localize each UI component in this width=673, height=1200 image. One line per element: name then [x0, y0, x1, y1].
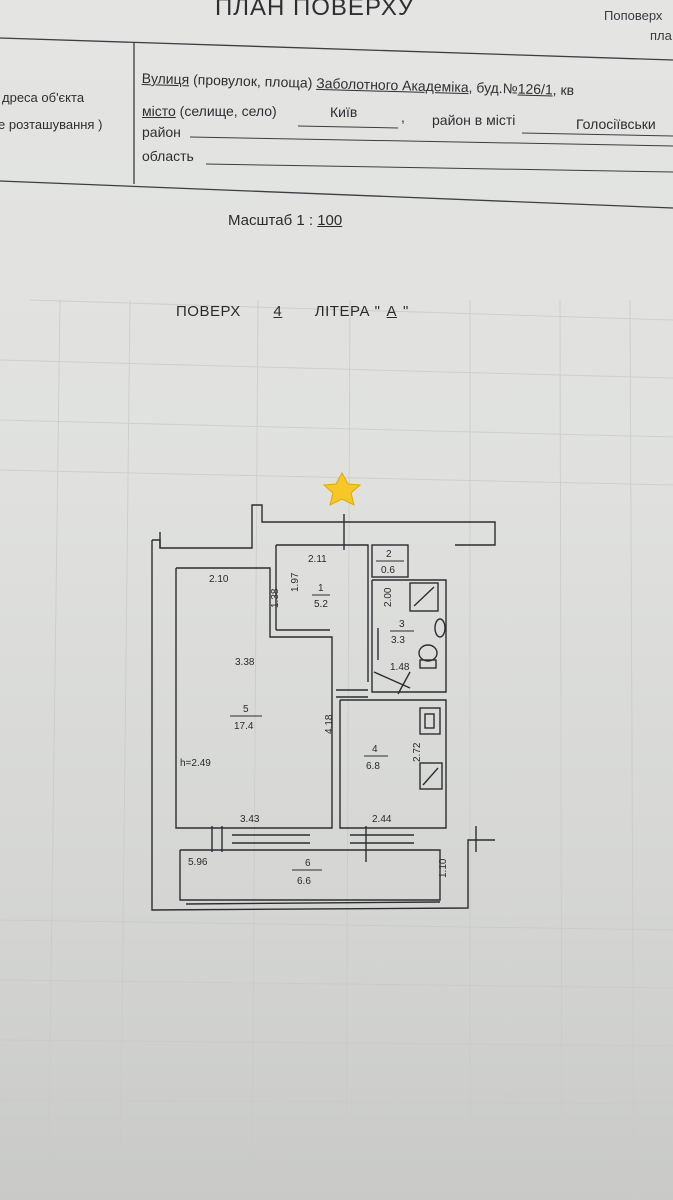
room-4-area: 6.8 [366, 761, 380, 772]
dim-3-38: 3.38 [235, 657, 255, 668]
litera-label: ЛІТЕРА " [314, 303, 381, 320]
room-2-area: 0.6 [381, 565, 395, 576]
location-label: е розташування ) [0, 117, 103, 132]
room-6-area: 6.6 [297, 876, 311, 887]
city-value: Київ [330, 104, 358, 120]
sink [419, 707, 441, 735]
district-label: район [142, 124, 181, 140]
room-4-outline [339, 699, 447, 829]
dim-2-00: 2.00 [383, 587, 394, 607]
scale-value: 100 [317, 212, 343, 229]
corner-label-2: пла [650, 28, 672, 43]
dim-2-72: 2.72 [412, 742, 423, 762]
room-3-area: 3.3 [391, 635, 405, 646]
litera-value: А [386, 303, 397, 320]
floor-row: ПОВЕРХ 4 ЛІТЕРА " А " [176, 303, 409, 320]
dim-2-10: 2.10 [209, 574, 229, 585]
dim-5-96: 5.96 [188, 857, 208, 868]
district-in-city-label: район в місті [432, 112, 516, 128]
city-hint: (селище, село) [175, 103, 277, 119]
floor-label: ПОВЕРХ [176, 303, 241, 320]
room-4-number: 4 [372, 744, 378, 755]
room-3-outline [371, 579, 447, 693]
dim-1-97: 1.97 [290, 572, 301, 592]
scale-row: Масштаб 1 : 100 [228, 212, 342, 229]
dim-2-44: 2.44 [372, 814, 392, 825]
scale-label: Масштаб 1 : [228, 212, 318, 229]
dim-3-43: 3.43 [240, 814, 260, 825]
floor-value: 4 [273, 303, 283, 320]
room-3-number: 3 [399, 619, 405, 630]
page-title: ПЛАН ПОВЕРХУ [215, 0, 415, 21]
city-row: місто (селище, село) [142, 103, 277, 119]
room-1-outline [276, 544, 369, 682]
outer-wall-top [152, 504, 496, 549]
star-icon [322, 471, 362, 506]
toilet [418, 644, 438, 662]
washbasin [434, 618, 446, 638]
room-1-number: 1 [318, 583, 324, 594]
stove [419, 762, 443, 790]
dim-1-48: 1.48 [390, 662, 410, 673]
address-label: дреса об'єкта [2, 90, 85, 105]
city-label: місто [142, 103, 176, 119]
room-2-outline [371, 544, 409, 578]
dim-1-10: 1.10 [438, 858, 449, 878]
dim-4-18: 4.18 [324, 714, 335, 734]
room-6-number: 6 [305, 858, 311, 869]
dim-2-11: 2.11 [308, 554, 327, 565]
region-label: область [142, 148, 194, 164]
outer-wall [151, 540, 495, 911]
room-2-number: 2 [386, 549, 392, 560]
corner-label: Поповерх [604, 8, 663, 23]
dim-1-38: 1.38 [270, 588, 281, 608]
room-5-number: 5 [243, 704, 249, 715]
room-5-outline [175, 567, 333, 829]
district-in-city-value: Голосіївськи [576, 116, 656, 132]
room-6-outline [179, 849, 441, 901]
city-comma: , [401, 109, 405, 125]
litera-close: " [403, 303, 409, 320]
shower-tray [409, 582, 439, 612]
room-5-area: 17.4 [234, 721, 254, 732]
dim-ceiling: h=2.49 [180, 758, 211, 769]
room-1-area: 5.2 [314, 599, 328, 610]
